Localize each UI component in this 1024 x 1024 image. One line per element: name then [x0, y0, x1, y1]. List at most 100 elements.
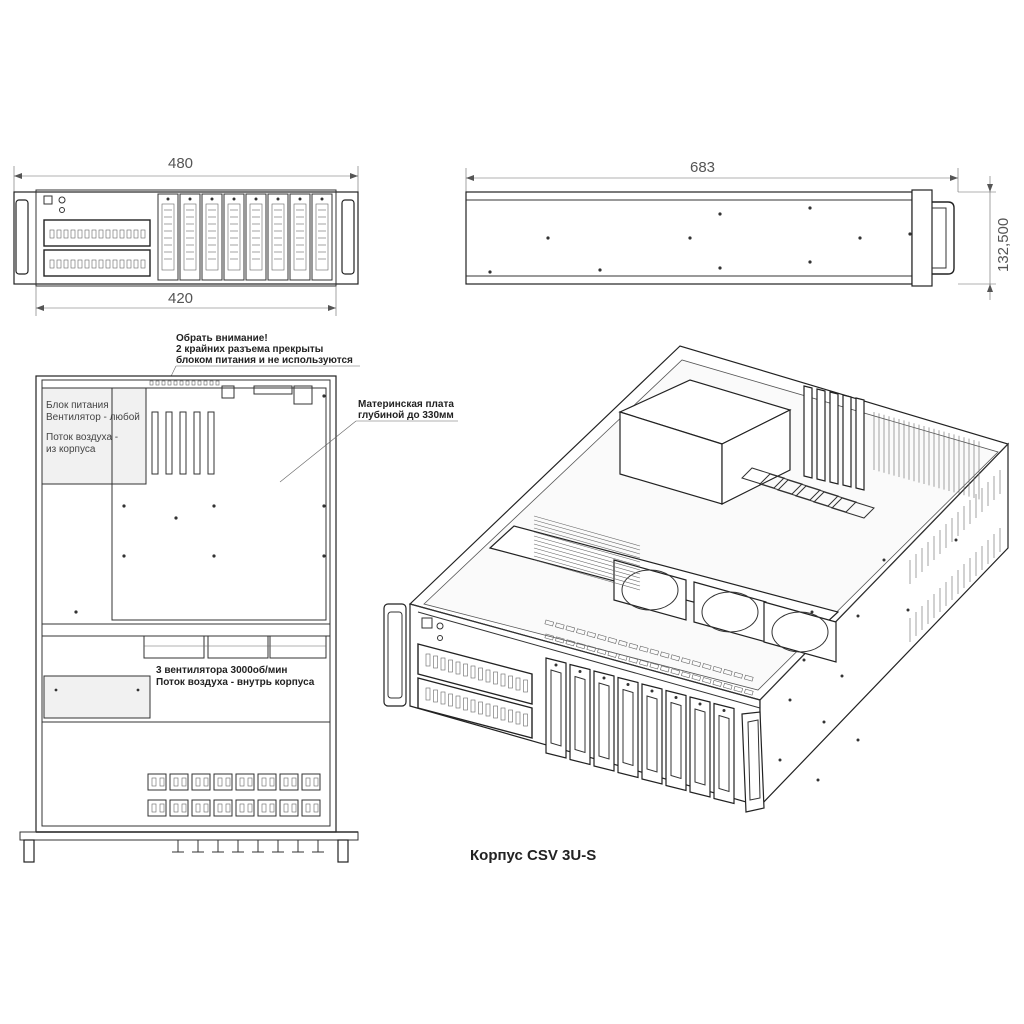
top-vent-slot [597, 634, 607, 641]
rear-vent [203, 380, 208, 386]
pci-slot [179, 411, 187, 475]
top-vent-slot [565, 625, 576, 633]
bay-slot [470, 699, 476, 713]
rear-connector [293, 385, 313, 405]
standoff-hole [212, 504, 216, 508]
psu-label-2: Вентилятор - любой [46, 411, 140, 423]
hdd-pin [261, 803, 267, 813]
bay-slot [508, 675, 513, 689]
hdd-pin [151, 803, 157, 813]
top-vent-slot [712, 666, 723, 673]
pci-slot [151, 411, 159, 475]
mb-note-2: глубиной до 330мм [358, 409, 454, 421]
hdd-connector [301, 799, 321, 817]
standoff-hole [322, 504, 326, 508]
bay-slot [455, 695, 461, 709]
top-vent-slot [618, 639, 628, 647]
top-vent-slot [544, 633, 555, 641]
hdd-tray-face [646, 695, 658, 773]
bay-slot [523, 713, 528, 727]
bay-vent-slot [91, 229, 97, 239]
bay-vent-slot [56, 229, 62, 239]
hdd-connector [235, 799, 255, 817]
hdd-connector [191, 773, 211, 791]
screw-hole [882, 558, 886, 562]
screw-hole [810, 610, 814, 614]
rear-vent [149, 380, 154, 386]
hdd-pin [239, 803, 245, 813]
top-vent-slot [670, 668, 681, 676]
bay-vent-slot [126, 229, 132, 239]
screw-hole [840, 674, 844, 678]
standoff-hole [322, 394, 326, 398]
bay-vent-slot [133, 229, 139, 239]
hdd-pin [291, 803, 297, 813]
hdd-connector [279, 799, 299, 817]
hdd-connector [191, 799, 211, 817]
hdd-pin [151, 777, 157, 787]
bay-slot [440, 691, 446, 705]
hdd-pin [283, 803, 289, 813]
top-vent-slot [628, 656, 639, 664]
top-vent-slot [733, 685, 744, 693]
vent-slat [533, 531, 641, 563]
hdd-led [166, 197, 170, 201]
rear-vent [197, 380, 202, 386]
top-vent-slot [607, 651, 618, 658]
vent-slat [533, 535, 641, 567]
screw-hole [822, 720, 826, 724]
hdd-tray-face [718, 714, 730, 793]
bay-slot [485, 703, 491, 717]
hdd-connector [147, 799, 167, 817]
bay-slot [425, 653, 431, 667]
top-vent-slot [660, 665, 670, 673]
top-vent-slot [744, 688, 754, 696]
rear-vent [155, 380, 160, 386]
hdd-tray-face [622, 688, 634, 767]
pci-slot [207, 411, 215, 475]
hdd-connector [279, 773, 299, 791]
front-width-dim: 480 [168, 155, 193, 172]
screw-hole [488, 270, 492, 274]
top-vent-slot [660, 651, 670, 659]
top-vent-slot [712, 680, 723, 687]
screw-hole [908, 232, 912, 236]
top-vent-slot [565, 639, 576, 647]
hdd-pin [159, 777, 165, 787]
hdd-pin [217, 777, 223, 787]
bay-vent-slot [70, 229, 76, 239]
top-vent-slot [597, 648, 607, 655]
bay-vent-slot [140, 259, 146, 269]
top-vent-slot [691, 660, 702, 668]
pci-slot [165, 411, 173, 475]
hdd-pin [313, 803, 319, 813]
screw-hole [808, 260, 812, 264]
mb-note-1: Материнская плата [358, 399, 454, 410]
vent-slat [533, 555, 641, 587]
bay-slot [508, 709, 513, 723]
bay-vent-slot [119, 259, 125, 269]
hdd-pin [217, 803, 223, 813]
hdd-pin [181, 803, 187, 813]
bay-slot [440, 657, 446, 671]
hdd-connector [235, 773, 255, 791]
top-vent-slot [639, 659, 649, 667]
hdd-pin [247, 803, 253, 813]
fan-circle [701, 591, 759, 633]
hdd-tray-vent [205, 203, 219, 271]
bay-vent-slot [77, 229, 83, 239]
standoff-hole [322, 554, 326, 558]
isometric-view [383, 345, 1010, 813]
rear-connector [221, 385, 235, 399]
bay-slot [463, 697, 468, 711]
psu-label-1: Блок питания [46, 400, 109, 411]
bay-vent-slot [119, 229, 125, 239]
screw-hole [688, 236, 692, 240]
top-vent-slot [555, 636, 565, 644]
top-vent-slot [586, 631, 597, 639]
screw-hole [858, 236, 862, 240]
hdd-tray [617, 676, 639, 779]
hdd-pin [159, 803, 165, 813]
fans-note-1: 3 вентилятора 3000об/мин [156, 664, 287, 676]
front-inner-dim: 420 [168, 290, 193, 307]
